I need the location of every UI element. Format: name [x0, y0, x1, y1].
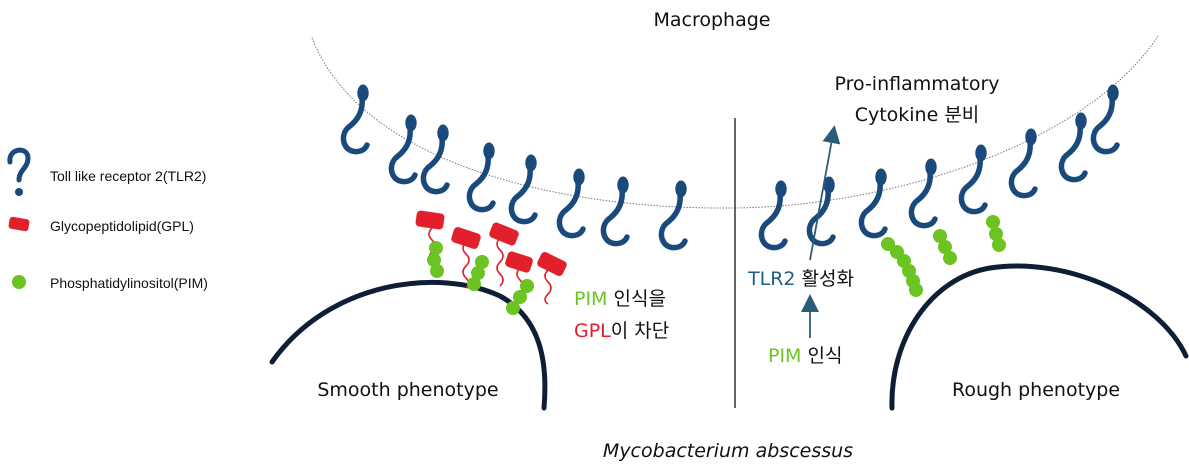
- gpl-lipid-icon: [451, 227, 481, 249]
- gpl-lipid-icon: [489, 222, 519, 246]
- tlr2-receptor-icon: [559, 169, 584, 236]
- pim-bead-icon: [471, 266, 485, 280]
- pim-bead-icon: [520, 279, 534, 293]
- species-label: Mycobacterium abscessus: [603, 440, 853, 462]
- pim-bead-icon: [881, 237, 895, 251]
- legend-pim: Phosphatidylinositol(PIM): [12, 275, 208, 291]
- smooth-note-line2: GPL이 차단: [574, 320, 669, 342]
- pim-bead-icon: [933, 229, 947, 243]
- tlr2-receptor-icon: [961, 145, 986, 212]
- tlr2-activation: TLR2 활성화: [747, 268, 854, 290]
- tlr2-receptor-icon: [809, 177, 834, 244]
- legend-gpl-label: Glycopeptidolipid(GPL): [50, 218, 194, 234]
- legend-tlr2-label: Toll like receptor 2(TLR2): [50, 168, 206, 184]
- pim-bead-icon: [467, 277, 481, 291]
- pim-bead-icon: [427, 253, 441, 267]
- pim-bead-icon: [943, 251, 957, 265]
- smooth-note-line1-rest: 인식을: [607, 288, 665, 310]
- pim-cluster-rough: [881, 215, 1006, 297]
- smooth-phenotype-label: Smooth phenotype: [317, 379, 498, 401]
- smooth-note-gpl: GPL: [574, 320, 611, 342]
- gpl-lipid-icon: [537, 252, 567, 276]
- rough-bacterium: [889, 263, 1189, 411]
- pim-recognition-rest: 인식: [801, 345, 842, 367]
- smooth-note-line1: PIM 인식을: [574, 288, 666, 310]
- pim-bead-icon: [989, 227, 1003, 241]
- tlr2-receptor-icon: [1093, 85, 1118, 152]
- arrow-tlr2-to-cytokine: [809, 125, 841, 261]
- tlr2-receptor-icon: [861, 169, 886, 236]
- gpl-pim-cluster-smooth: [415, 210, 567, 315]
- tlr2-receptor-icon: [511, 155, 536, 222]
- legend-pim-label: Phosphatidylinositol(PIM): [50, 275, 208, 291]
- tlr2-receptor-icon: [469, 143, 494, 210]
- rough-phenotype-label: Rough phenotype: [952, 379, 1120, 401]
- tlr2-activation-rest: 활성화: [795, 268, 853, 290]
- tlr2-receptor-icon: [1061, 113, 1086, 180]
- gpl-lipid-icon: [8, 216, 30, 232]
- gpl-lipid-icon: [415, 210, 445, 230]
- tlr2-receptor-icon: [911, 159, 936, 226]
- pim-recognition-pim: PIM: [768, 345, 801, 367]
- macrophage-label: Macrophage: [654, 9, 771, 31]
- tlr2-receptors-left: [343, 85, 686, 248]
- pim-bead-icon: [475, 255, 489, 269]
- pim-bead-icon: [429, 241, 443, 255]
- pim-bead-icon: [992, 238, 1006, 252]
- tlr2-receptor-icon: [603, 177, 628, 244]
- smooth-bacterium: [269, 279, 548, 411]
- legend-tlr2: Toll like receptor 2(TLR2): [7, 147, 206, 196]
- tlr2-receptor-icon: [343, 85, 368, 152]
- tlr2-receptor-icon: [761, 181, 786, 248]
- tlr2-receptor-dot: [15, 188, 23, 196]
- pim-bead-icon: [938, 240, 952, 254]
- pim-bead-icon: [430, 264, 444, 278]
- pim-recognition: PIM 인식: [768, 345, 842, 367]
- pim-bead-icon: [12, 275, 26, 289]
- tlr2-receptor-icon: [391, 115, 416, 182]
- pim-bead-icon: [909, 283, 923, 297]
- tlr2-receptor-icon: [661, 181, 686, 248]
- cytokine-line2: Cytokine 분비: [855, 104, 980, 126]
- pim-bead-icon: [986, 215, 1000, 229]
- legend-gpl: Glycopeptidolipid(GPL): [8, 216, 194, 234]
- cytokine-line1: Pro-inflammatory: [834, 73, 999, 95]
- legend: Toll like receptor 2(TLR2) Glycopeptidol…: [7, 147, 208, 291]
- tlr2-receptor-icon: [7, 147, 31, 183]
- tlr2-activation-tlr2: TLR2: [747, 268, 795, 290]
- pim-bead-icon: [513, 290, 527, 304]
- smooth-note-pim: PIM: [574, 288, 607, 310]
- smooth-note-line2-rest: 이 차단: [611, 320, 669, 342]
- tlr2-receptor-icon: [1011, 129, 1036, 196]
- gpl-lipid-icon: [505, 251, 533, 273]
- pim-bead-icon: [506, 301, 520, 315]
